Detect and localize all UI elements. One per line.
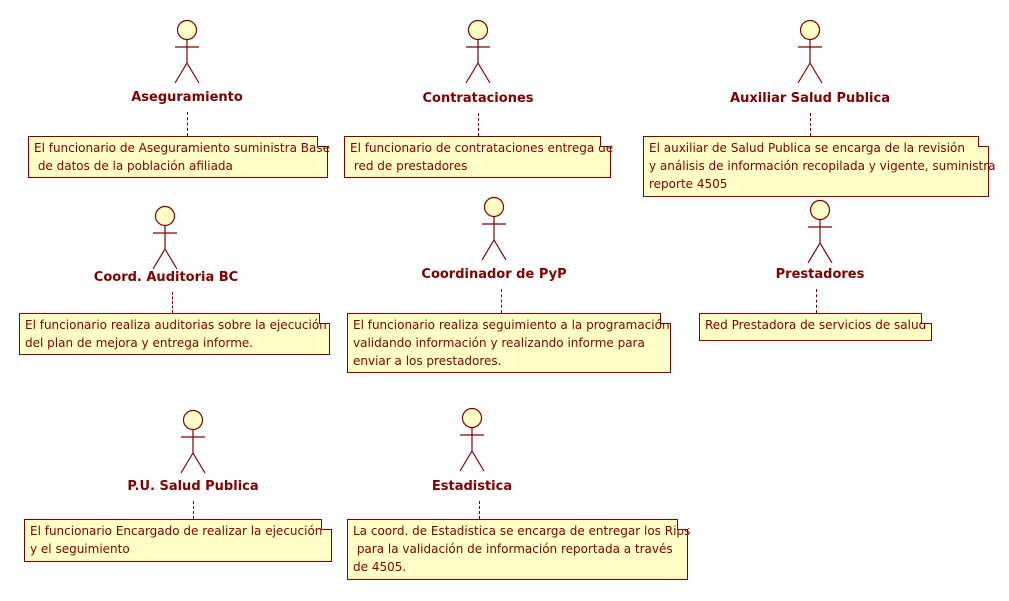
- actor-figure-icon: [152, 205, 178, 270]
- connector-coord-auditoria-bc: [172, 292, 173, 313]
- actor-label-pu-salud-publica: P.U. Salud Publica: [127, 479, 259, 494]
- note-pu-salud-publica[interactable]: El funcionario Encargado de realizar la …: [24, 519, 332, 562]
- connector-aseguramiento: [187, 112, 188, 136]
- connector-prestadores: [816, 289, 817, 313]
- actor-figure-icon: [481, 196, 507, 261]
- note-aseguramiento[interactable]: El funcionario de Aseguramiento suminist…: [28, 136, 330, 178]
- connector-coordinador-pyp: [501, 289, 502, 313]
- actor-estadistica[interactable]: [456, 407, 488, 473]
- actor-figure-icon: [465, 19, 491, 84]
- actor-label-estadistica: Estadistica: [431, 479, 513, 494]
- actor-label-coordinador-pyp: Coordinador de PyP: [421, 267, 567, 282]
- actor-figure-icon: [807, 199, 833, 264]
- actor-pu-salud-publica[interactable]: [177, 409, 209, 475]
- actor-coordinador-pyp[interactable]: [478, 196, 510, 262]
- actor-label-coord-auditoria-bc: Coord. Auditoria BC: [93, 270, 239, 285]
- actor-figure-icon: [174, 19, 200, 84]
- actor-figure-icon: [180, 409, 206, 474]
- actor-label-contrataciones: Contrataciones: [422, 91, 534, 106]
- connector-estadistica: [479, 501, 480, 519]
- actor-label-aseguramiento: Aseguramiento: [131, 90, 243, 105]
- actor-figure-icon: [459, 407, 485, 472]
- actor-figure-icon: [797, 19, 823, 84]
- actor-contrataciones[interactable]: [462, 19, 494, 85]
- actor-coord-auditoria-bc[interactable]: [149, 205, 181, 271]
- note-coordinador-pyp[interactable]: El funcionario realiza seguimiento a la …: [347, 313, 671, 373]
- actor-aseguramiento[interactable]: [171, 19, 203, 85]
- note-estadistica[interactable]: La coord. de Estadistica se encarga de e…: [347, 519, 690, 580]
- actor-label-auxiliar-salud-publica: Auxiliar Salud Publica: [730, 91, 890, 106]
- connector-contrataciones: [478, 113, 479, 136]
- actor-prestadores[interactable]: [804, 199, 836, 265]
- note-contrataciones[interactable]: El funcionario de contrataciones entrega…: [344, 136, 613, 178]
- connector-auxiliar-salud-publica: [810, 113, 811, 136]
- actor-label-prestadores: Prestadores: [775, 267, 865, 282]
- connector-pu-salud-publica: [193, 501, 194, 519]
- actor-auxiliar-salud-publica[interactable]: [794, 19, 826, 85]
- note-prestadores[interactable]: Red Prestadora de servicios de salud: [699, 313, 932, 341]
- note-auxiliar-salud-publica[interactable]: El auxiliar de Salud Publica se encarga …: [643, 136, 995, 197]
- note-coord-auditoria-bc[interactable]: El funcionario realiza auditorias sobre …: [19, 313, 330, 355]
